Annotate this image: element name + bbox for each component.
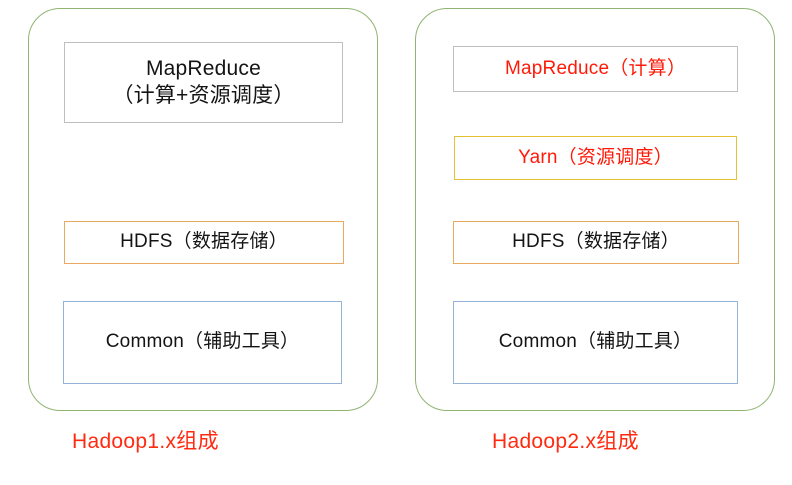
box-hadoop1-common: Common（辅助工具）: [63, 301, 342, 384]
panel-hadoop1: MapReduce （计算+资源调度） HDFS（数据存储） Common（辅助…: [28, 8, 378, 411]
box-hadoop2-hdfs-label: HDFS（数据存储）: [512, 231, 680, 253]
box-hadoop2-mapreduce: MapReduce（计算）: [453, 46, 738, 92]
box-hadoop2-mapreduce-label: MapReduce（计算）: [504, 57, 687, 79]
caption-hadoop1: Hadoop1.x组成: [72, 430, 219, 453]
box-hadoop2-common: Common（辅助工具）: [453, 301, 738, 384]
box-hadoop2-yarn-label: Yarn（资源调度）: [518, 146, 673, 168]
box-hadoop2-hdfs: HDFS（数据存储）: [453, 221, 739, 264]
box-hadoop2-common-label: Common（辅助工具）: [498, 331, 693, 353]
box-hadoop2-yarn: Yarn（资源调度）: [454, 136, 737, 180]
box-hadoop1-hdfs-label: HDFS（数据存储）: [120, 231, 288, 253]
box-hadoop1-common-label: Common（辅助工具）: [105, 331, 300, 353]
caption-hadoop2: Hadoop2.x组成: [492, 430, 639, 453]
box-hadoop1-mapreduce: MapReduce （计算+资源调度）: [64, 42, 343, 123]
panel-hadoop2: MapReduce（计算） Yarn（资源调度） HDFS（数据存储） Comm…: [415, 8, 775, 411]
box-hadoop1-mapreduce-label: MapReduce （计算+资源调度）: [112, 56, 295, 107]
box-hadoop1-hdfs: HDFS（数据存储）: [64, 221, 344, 264]
